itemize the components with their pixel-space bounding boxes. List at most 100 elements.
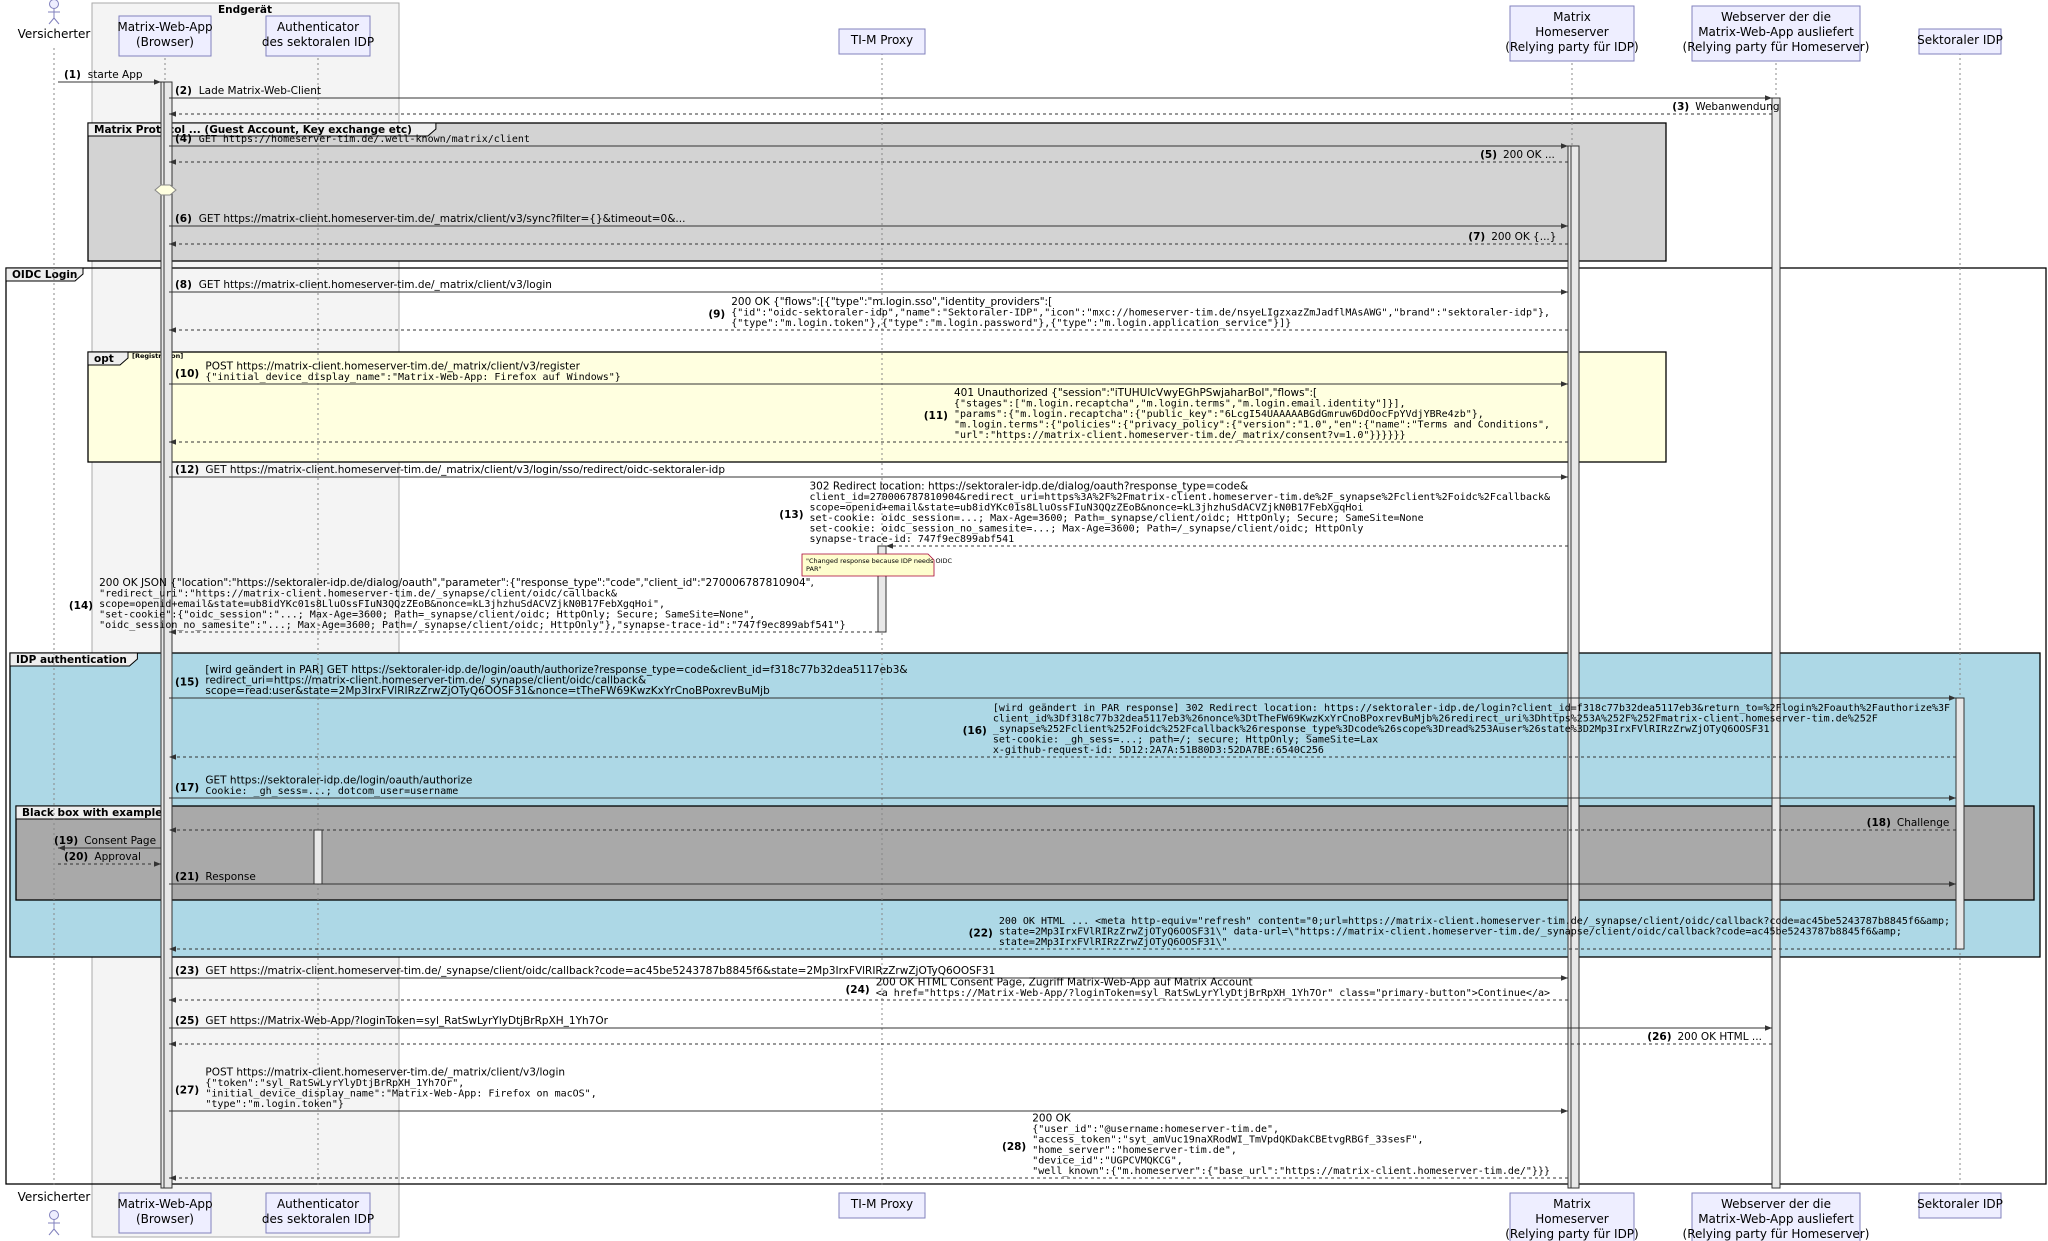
message-text: 200 OK HTML ... <meta http-equiv="refres… xyxy=(999,916,1950,927)
message-11: (11)401 Unauthorized {"session":"iTUHUlc… xyxy=(169,387,1568,445)
message-text: {"id":"oidc-sektoraler-idp","name":"Sekt… xyxy=(731,308,1550,319)
message-7: (7)200 OK {...} xyxy=(169,231,1568,247)
message-text: "well_known":{"m.homeserver":{"base_url"… xyxy=(1032,1166,1550,1177)
message-24: (24)200 OK HTML Consent Page, Zugriff Ma… xyxy=(169,977,1568,1003)
participant-label: Matrix-Web-App xyxy=(117,1197,212,1211)
message-text: starte App xyxy=(88,69,143,81)
participant-label: Authenticator xyxy=(277,20,359,34)
message-text: {"user_id":"@username:homeserver-tim.de"… xyxy=(1032,1124,1279,1135)
participant-label: Matrix-Web-App xyxy=(117,20,212,34)
message-text: {"type":"m.login.token"},{"type":"m.logi… xyxy=(731,318,1291,329)
message-number: (22) xyxy=(969,928,993,940)
participant-idp-top: Sektoraler IDP xyxy=(1917,28,2003,55)
message-text: 401 Unauthorized {"session":"iTUHUlcVwyE… xyxy=(954,387,1317,399)
participant-label: (Relying party für Homeserver) xyxy=(1683,40,1870,54)
message-text: "device_id":"UGPCVMQKCG", xyxy=(1032,1156,1183,1167)
message-text: GET https://sektoraler-idp.de/login/oaut… xyxy=(205,775,472,787)
message-number: (1) xyxy=(64,69,81,81)
participant-app-top: Matrix-Web-App(Browser) xyxy=(117,15,213,57)
activation-hs xyxy=(1570,145,1580,1189)
message-text: {"stages":["m.login.recaptcha","m.login.… xyxy=(954,399,1406,410)
message-text: "home_server":"homeserver-tim.de", xyxy=(1032,1145,1237,1156)
message-text: 200 OK ... xyxy=(1503,149,1555,161)
participant-label: Versicherter xyxy=(18,1190,91,1204)
message-number: (14) xyxy=(69,600,93,612)
message-13: (13)302 Redirect location: https://sekto… xyxy=(779,481,1568,549)
message-text: 200 OK JSON {"location":"https://sektora… xyxy=(99,577,814,589)
message-9: (9)200 OK {"flows":[{"type":"m.login.sso… xyxy=(169,296,1568,333)
message-number: (21) xyxy=(175,871,199,883)
message-text: x-github-request-id: 5D12:2A7A:51B80D3:5… xyxy=(993,745,1324,756)
message-text: [wird geändert in PAR response] 302 Redi… xyxy=(993,703,1950,714)
message-text: set-cookie: oidc_session_no_samesite=...… xyxy=(810,524,1364,535)
participant-idp-bottom: Sektoraler IDP xyxy=(1917,1192,2003,1219)
participant-user-top: Versicherter xyxy=(18,0,90,41)
participant-proxy-top: TI-M Proxy xyxy=(838,28,926,55)
message-text: Lade Matrix-Web-Client xyxy=(199,85,321,97)
message-number: (28) xyxy=(1002,1141,1026,1153)
message-16: (16)[wird geändert in PAR response] 302 … xyxy=(169,703,1956,760)
note-par: "Changed response because IDP needs OIDC… xyxy=(801,553,953,577)
message-text: scope=openid+email&state=ub8idYKc01s8Llu… xyxy=(99,599,665,610)
message-text: state=2Mp3IrxFVlRIRzZrwZjOTyQ6OOSF31\" d… xyxy=(999,927,1902,938)
message-18: (18)Challenge xyxy=(169,817,1956,833)
frame-title: IDP authentication xyxy=(16,654,127,666)
message-text: 200 OK {...} xyxy=(1491,231,1556,243)
message-text: "type":"m.login.token"} xyxy=(205,1099,343,1110)
message-28: (28) 200 OK {"user_id":"@username:homeser… xyxy=(169,1113,1568,1181)
message-19: (19)Consent Page xyxy=(54,835,161,851)
participant-label: Sektoraler IDP xyxy=(1917,1197,2003,1211)
message-21: (21) Response xyxy=(169,871,1956,887)
message-text: set-cookie: oidc_session=...; Max-Age=36… xyxy=(810,513,1424,524)
activation-proxy xyxy=(877,545,887,633)
message-text: POST https://matrix-client.homeserver-ti… xyxy=(205,361,580,373)
frame-title: opt xyxy=(94,353,114,365)
message-text: scope=openid+email&state=ub8idYKc01s8Llu… xyxy=(810,503,1364,514)
message-text: Response xyxy=(205,871,255,883)
message-17: (17)GET https://sektoraler-idp.de/login/… xyxy=(169,775,1956,801)
participant-label: (Relying party für Homeserver) xyxy=(1683,1227,1870,1241)
message-22: (22) 200 OK HTML ... <meta http-equiv="re… xyxy=(169,916,1956,952)
message-text: 200 OK xyxy=(1032,1113,1072,1125)
message-text: [wird geändert in PAR] GET https://sekto… xyxy=(205,664,907,676)
frame-oidc-login: OIDC Login xyxy=(5,267,2047,1185)
participant-label: des sektoralen IDP xyxy=(262,1212,374,1226)
message-text: synapse-trace-id: 747f9ec899abf541 xyxy=(810,534,1015,545)
divider-hexagon xyxy=(154,184,177,196)
participant-label: Webserver der die xyxy=(1721,1197,1831,1211)
message-text: Webanwendung xyxy=(1695,101,1779,113)
message-text: client_id%3Df318c77b32dea5117eb3%26nonce… xyxy=(993,714,1878,725)
participant-label: Webserver der die xyxy=(1721,10,1831,24)
note-text: "Changed response because IDP needs OIDC xyxy=(806,557,953,565)
message-text: <a href="https://Matrix-Web-App/?loginTo… xyxy=(876,988,1550,999)
message-text: "oidc_session_no_samesite":"...; Max-Age… xyxy=(99,620,846,631)
actor-icon xyxy=(49,1210,59,1220)
frame-opt-registration: opt[Registration] xyxy=(87,351,1667,463)
message-text: GET https://matrix-client.homeserver-tim… xyxy=(199,213,686,225)
message-text: "initial_device_display_name":"Matrix-We… xyxy=(205,1089,596,1100)
participant-label: Authenticator xyxy=(277,1197,359,1211)
message-text: redirect_uri=https://matrix-client.homes… xyxy=(205,675,646,687)
message-number: (25) xyxy=(175,1015,199,1027)
message-27: (27)POST https://matrix-client.homeserve… xyxy=(169,1067,1568,1114)
message-4: (4)GET https://homeserver-tim.de/.well-k… xyxy=(169,133,1568,149)
message-number: (15) xyxy=(175,677,199,689)
participant-label: (Relying party für IDP) xyxy=(1505,40,1638,54)
message-text: Approval xyxy=(94,851,141,863)
participant-label: (Relying party für IDP) xyxy=(1505,1227,1638,1241)
message-number: (8) xyxy=(175,279,192,291)
message-text: client_id=270006787810904&redirect_uri=h… xyxy=(810,492,1551,503)
message-12: (12)GET https://matrix-client.homeserver… xyxy=(169,464,1568,480)
message-number: (4) xyxy=(175,133,192,145)
message-number: (27) xyxy=(175,1084,199,1096)
message-text: {"token":"syl_RatSwLyrYlyDtjBrRpXH_1Yh7O… xyxy=(205,1078,464,1089)
message-text: "set-cookie":{"oidc_session":"...; Max-A… xyxy=(99,610,755,621)
participant-label: TI-M Proxy xyxy=(850,1197,913,1211)
message-text: 200 OK {"flows":[{"type":"m.login.sso","… xyxy=(731,296,1052,308)
frame-title: Black box with example xyxy=(22,807,162,819)
